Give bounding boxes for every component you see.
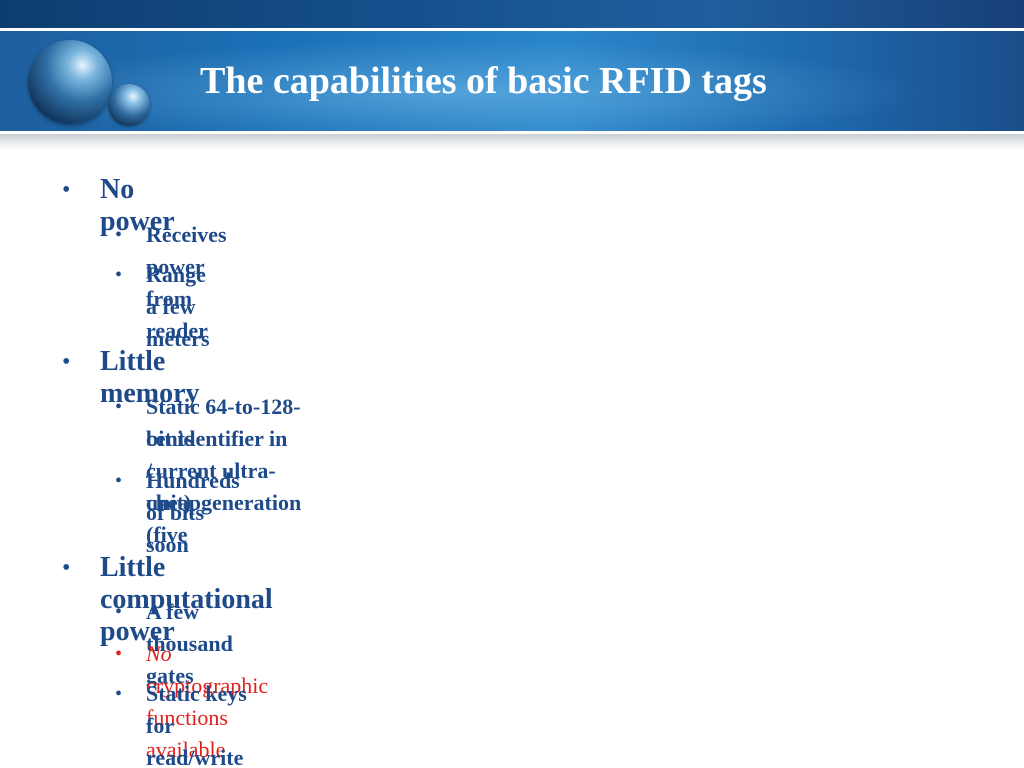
item-static-identifier-cont: cents / unit) <box>146 426 194 515</box>
banner-divider <box>0 28 1024 31</box>
heading-no-power: No power <box>100 174 175 237</box>
bullet-marker: • <box>62 349 71 375</box>
globe-logo-small <box>108 84 150 126</box>
bullet-marker: • <box>115 601 123 623</box>
item-static-keys: Static keys for read/write permission <box>146 681 247 768</box>
item-no-crypto: No cryptographic functions available <box>146 638 268 766</box>
bullet-marker: • <box>115 470 123 492</box>
bullet-marker: • <box>115 683 123 705</box>
bullet-marker: • <box>115 643 123 665</box>
banner-top-strip <box>0 0 1024 28</box>
heading-computational-power: Little computational power <box>100 552 273 647</box>
item-receives-power: Receives power from reader <box>146 222 227 343</box>
banner-bottom-line <box>0 131 1024 134</box>
emphasis-no: No <box>146 641 172 666</box>
heading-little-memory: Little memory <box>100 346 200 409</box>
no-crypto-text: cryptographic functions available <box>146 673 269 762</box>
bullet-marker: • <box>115 224 123 246</box>
banner-shadow <box>0 134 1024 150</box>
item-hundreds-bits: Hundreds of bits soon <box>146 468 240 557</box>
item-few-thousand-gates: A few thousand gates <box>146 599 233 688</box>
bullet-marker: • <box>115 264 123 286</box>
bullet-marker: • <box>62 555 71 581</box>
slide-title: The capabilities of basic RFID tags <box>200 60 767 102</box>
item-static-identifier: Static 64-to-128-bit identifier in curre… <box>146 394 302 547</box>
globe-logo-large <box>28 40 112 124</box>
bullet-marker: • <box>62 177 71 203</box>
item-range: Range a few meters <box>146 262 210 351</box>
bullet-marker: • <box>115 396 123 418</box>
banner-glow <box>100 31 1000 134</box>
